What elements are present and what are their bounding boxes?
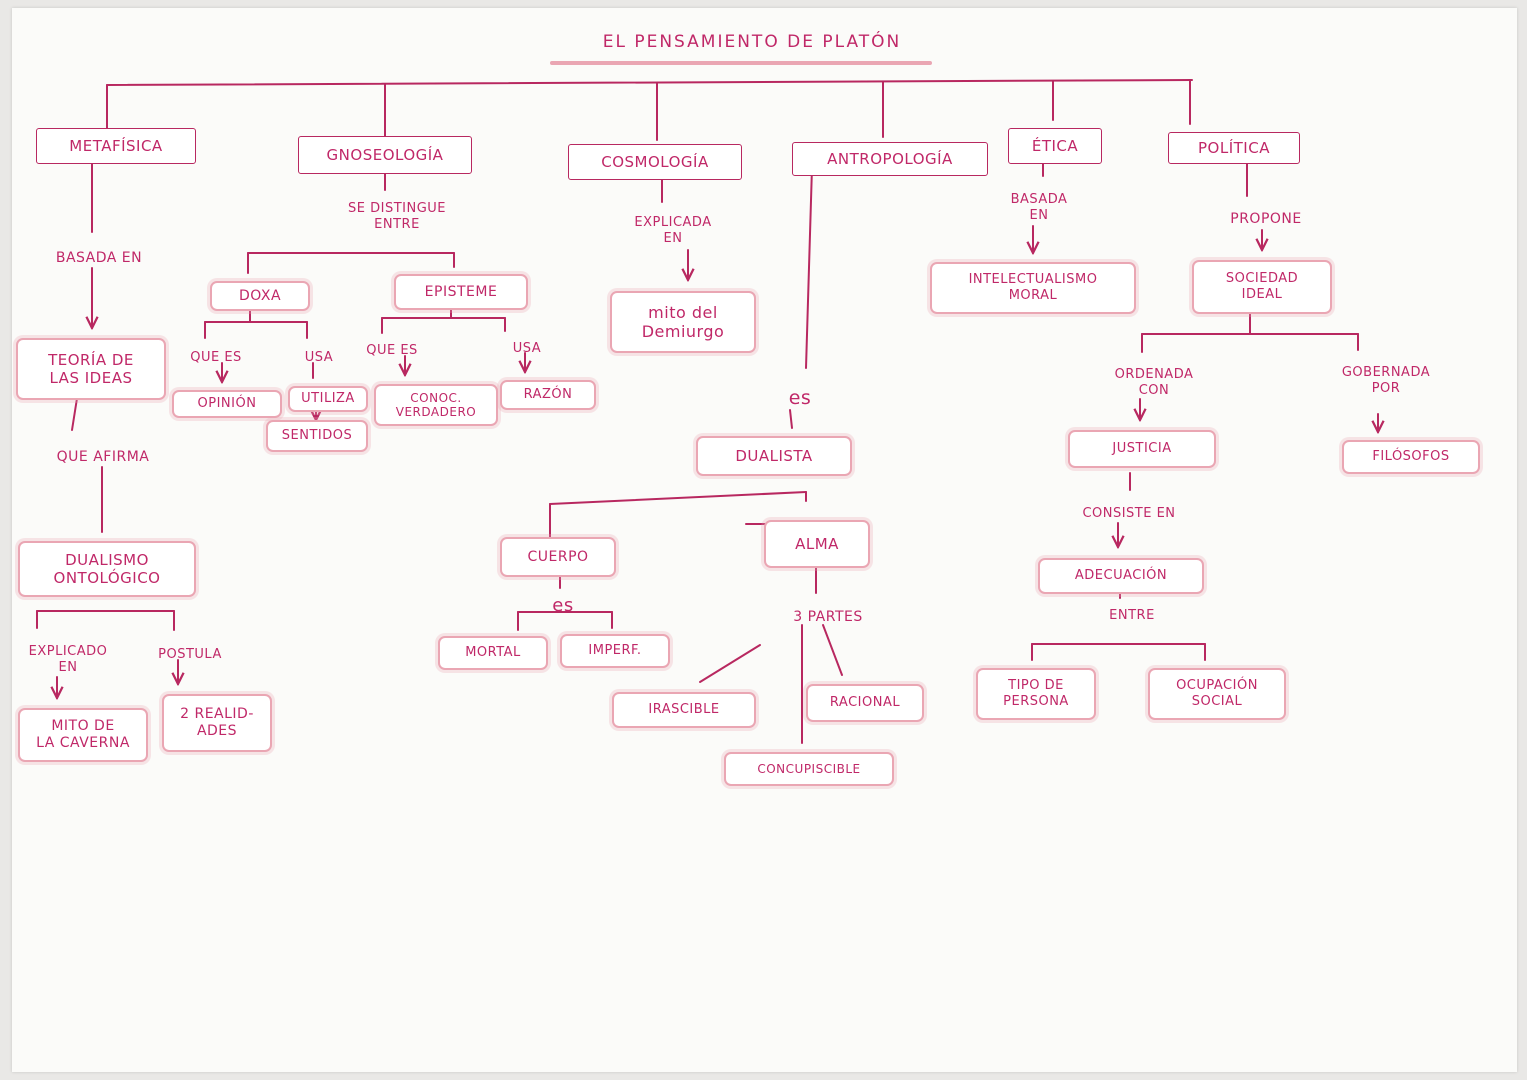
node-mortal: MORTAL — [438, 636, 548, 670]
label-postula: POSTULA — [158, 647, 222, 663]
node-irascible: IRASCIBLE — [612, 692, 756, 728]
label-episteme-que-es: QUE ES — [366, 343, 418, 359]
label-propone: PROPONE — [1230, 210, 1302, 227]
label-3-partes: 3 PARTES — [793, 608, 863, 625]
node-filosofos: FILÓSOFOS — [1342, 440, 1480, 474]
label-consiste-en: CONSISTE EN — [1082, 506, 1176, 522]
node-dualismo-ontologico: DUALISMO ONTOLÓGICO — [18, 541, 196, 597]
label-es: es — [788, 386, 812, 409]
notebook-page: EL PENSAMIENTO DE PLATÓN METAFÍSICA BASA… — [12, 8, 1517, 1072]
node-conoc-verdadero: CONOC. VERDADERO — [374, 384, 498, 426]
node-mito-demiurgo: mito del Demiurgo — [610, 291, 756, 353]
label-basada-en: BASADA EN — [55, 249, 143, 266]
label-episteme-usa: USA — [512, 341, 542, 357]
label-etica-basada-en: BASADA EN — [1010, 192, 1068, 223]
connector-lines — [36, 79, 1517, 744]
node-metafisica: METAFÍSICA — [36, 128, 196, 164]
top-branch-bar — [106, 79, 1193, 86]
node-concupiscible: CONCUPISCIBLE — [724, 752, 894, 786]
page-title: EL PENSAMIENTO DE PLATÓN — [602, 32, 902, 52]
label-que-afirma: QUE AFIRMA — [56, 448, 150, 465]
label-gobernada-por: GOBERNADA POR — [1341, 365, 1431, 396]
node-cosmologia: COSMOLOGÍA — [568, 144, 742, 180]
node-razon: RAZÓN — [500, 380, 596, 410]
node-utiliza: UTILIZA — [288, 386, 368, 412]
node-imperf: IMPERF. — [560, 634, 670, 668]
label-doxa-que-es: QUE ES — [190, 350, 242, 366]
node-opinion: OPINIÓN — [172, 390, 282, 418]
node-tipo-persona: TIPO DE PERSONA — [976, 668, 1096, 720]
label-explicado-en: EXPLICADO EN — [28, 644, 108, 675]
node-cuerpo: CUERPO — [500, 537, 616, 577]
label-explicada-en: EXPLICADA EN — [634, 215, 712, 246]
node-episteme: EPISTEME — [394, 274, 528, 310]
label-doxa-usa: USA — [304, 350, 334, 366]
label-cuerpo-es: es — [552, 595, 574, 617]
node-alma: ALMA — [764, 520, 870, 568]
node-dualista: DUALISTA — [696, 436, 852, 476]
node-gnoseologia: GNOSEOLOGÍA — [298, 136, 472, 174]
node-politica: POLÍTICA — [1168, 132, 1300, 164]
node-ocupacion-social: OCUPACIÓN SOCIAL — [1148, 668, 1286, 720]
label-se-distingue-entre: SE DISTINGUE ENTRE — [348, 201, 446, 232]
node-antropologia: ANTROPOLOGÍA — [792, 142, 988, 176]
node-etica: ÉTICA — [1008, 128, 1102, 164]
label-ordenada-con: ORDENADA CON — [1114, 367, 1194, 398]
node-racional: RACIONAL — [806, 684, 924, 722]
label-entre: ENTRE — [1109, 608, 1155, 624]
title-underline — [550, 61, 932, 65]
node-sentidos: SENTIDOS — [266, 420, 368, 452]
node-adecuacion: ADECUACIÓN — [1038, 558, 1204, 594]
node-sociedad-ideal: SOCIEDAD IDEAL — [1192, 260, 1332, 314]
node-2-realidades: 2 REALID- ADES — [162, 694, 272, 752]
node-justicia: JUSTICIA — [1068, 430, 1216, 468]
node-teoria-ideas: TEORÍA DE LAS IDEAS — [16, 338, 166, 400]
node-mito-caverna: MITO DE LA CAVERNA — [18, 708, 148, 762]
node-intelectualismo-moral: INTELECTUALISMO MORAL — [930, 262, 1136, 314]
node-doxa: DOXA — [210, 281, 310, 311]
